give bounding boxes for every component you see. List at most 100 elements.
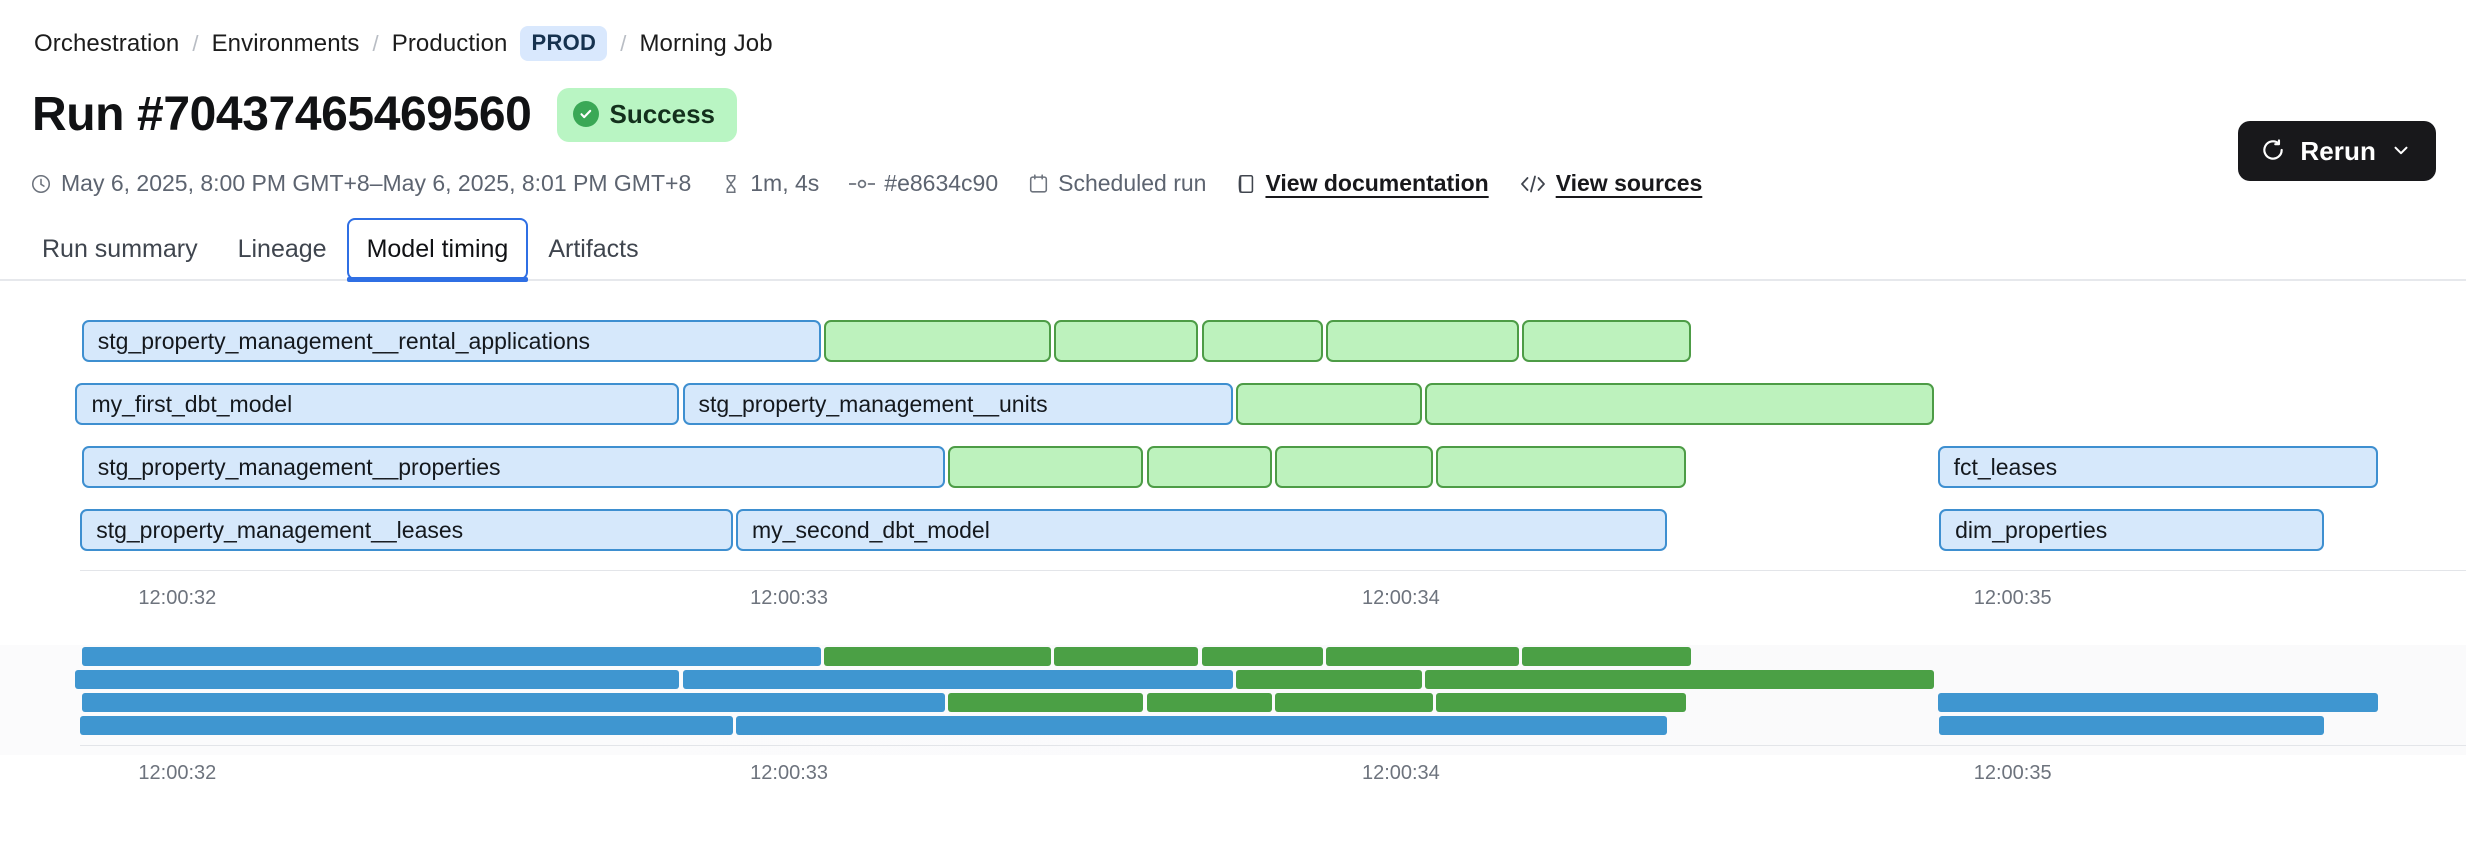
minimap-bar-test[interactable] <box>1424 670 1935 689</box>
gantt-row: my_first_dbt_model stg_property_managemen… <box>0 373 2466 436</box>
tab-bar: Run summary Lineage Model timing Artifac… <box>22 218 659 280</box>
code-icon <box>1519 174 1547 194</box>
view-sources-link[interactable]: View sources <box>1555 170 1703 196</box>
gantt-axis-tick-label: 12:00:34 <box>1361 587 1440 609</box>
gantt-bar-test[interactable] <box>1435 446 1686 488</box>
gantt-bar-test[interactable] <box>1236 383 1422 425</box>
minimap-bar-model[interactable] <box>682 670 1233 689</box>
minimap-bar-model[interactable] <box>81 647 821 666</box>
tab-artifacts[interactable]: Artifacts <box>548 234 639 263</box>
gantt-bar-model[interactable]: stg_property_management__units <box>682 383 1233 425</box>
gantt-bar-test[interactable] <box>1053 320 1199 362</box>
minimap-bar-test[interactable] <box>1201 647 1323 666</box>
rerun-button[interactable]: Rerun <box>2238 121 2436 181</box>
breadcrumb: Orchestration / Environments / Productio… <box>34 26 773 61</box>
meta-timerange-text: May 6, 2025, 8:00 PM GMT+8–May 6, 2025, … <box>61 170 692 196</box>
gantt-axis-tick-label: 12:00:32 <box>138 587 217 609</box>
meta-duration-text: 1m, 4s <box>750 170 820 196</box>
gantt-bar-model[interactable]: my_first_dbt_model <box>75 383 680 425</box>
minimap-axis-ticks: 12:00:32 12:00:33 12:00:34 12:00:35 <box>0 762 2466 792</box>
status-badge-label: Success <box>609 98 716 129</box>
tab-bar-underline <box>0 279 2466 281</box>
gantt-bar-test[interactable] <box>1201 320 1323 362</box>
page-title: Run #70437465469560 <box>32 88 532 141</box>
gantt-axis-ticks: 12:00:32 12:00:33 12:00:34 12:00:35 <box>0 587 2466 617</box>
minimap-bar-test[interactable] <box>1325 647 1520 666</box>
breadcrumb-item-production[interactable]: Production <box>391 29 508 57</box>
gantt-bar-test[interactable] <box>1146 446 1273 488</box>
check-circle-icon <box>573 101 600 127</box>
minimap-bar-model[interactable] <box>80 716 733 735</box>
gantt-bar-model[interactable]: fct_leases <box>1937 446 2378 488</box>
minimap-bar-test[interactable] <box>1522 647 1691 666</box>
view-documentation-link[interactable]: View documentation <box>1265 170 1489 196</box>
minimap-bar-model[interactable] <box>1937 693 2378 712</box>
minimap-bar-model[interactable] <box>736 716 1668 735</box>
gantt-bar-test[interactable] <box>948 446 1144 488</box>
book-icon <box>1236 173 1256 195</box>
run-metadata: May 6, 2025, 8:00 PM GMT+8–May 6, 2025, … <box>30 170 1702 197</box>
minimap-axis-tick-label: 12:00:33 <box>750 762 829 784</box>
meta-sources[interactable]: View sources <box>1519 170 1703 197</box>
breadcrumb-badge-prod: PROD <box>520 26 608 61</box>
gantt-axis-tick-label: 12:00:35 <box>1973 587 2052 609</box>
hourglass-icon <box>721 173 741 195</box>
meta-commit-text[interactable]: #e8634c90 <box>884 170 999 196</box>
clock-icon <box>30 173 52 195</box>
minimap-bar-model[interactable] <box>81 693 946 712</box>
gantt-bar-label: stg_property_management__properties <box>97 453 501 480</box>
model-timing-gantt: stg_property_management__rental_applicat… <box>0 310 2466 617</box>
minimap-axis-tick-label: 12:00:35 <box>1973 762 2052 784</box>
minimap-bar-test[interactable] <box>1236 670 1422 689</box>
gantt-bar-test[interactable] <box>824 320 1051 362</box>
minimap-bar-model[interactable] <box>75 670 680 689</box>
breadcrumb-separator: / <box>372 30 379 56</box>
gantt-axis-tick-label: 12:00:33 <box>750 587 829 609</box>
breadcrumb-separator: / <box>620 30 627 56</box>
minimap-axis-tick-label: 12:00:32 <box>138 762 217 784</box>
gantt-bar-test[interactable] <box>1522 320 1691 362</box>
refresh-icon <box>2260 137 2286 166</box>
gantt-bar-label: stg_property_management__leases <box>96 516 464 543</box>
gantt-bar-test[interactable] <box>1275 446 1433 488</box>
breadcrumb-item-morning-job[interactable]: Morning Job <box>639 29 773 57</box>
meta-documentation[interactable]: View documentation <box>1236 170 1489 197</box>
minimap-bar-test[interactable] <box>1053 647 1199 666</box>
gantt-row: stg_property_management__properties fct_l… <box>0 436 2466 499</box>
gantt-bar-label: my_first_dbt_model <box>91 390 293 417</box>
breadcrumb-item-environments[interactable]: Environments <box>211 29 360 57</box>
tab-lineage[interactable]: Lineage <box>237 234 327 263</box>
gantt-bar-label: dim_properties <box>1955 516 2108 543</box>
gantt-bar-model[interactable]: my_second_dbt_model <box>736 509 1668 551</box>
minimap-axis-tick-label: 12:00:34 <box>1361 762 1440 784</box>
gantt-bar-test[interactable] <box>1325 320 1520 362</box>
gantt-bar-model[interactable]: stg_property_management__leases <box>80 509 733 551</box>
minimap-bar-test[interactable] <box>1275 693 1433 712</box>
minimap-row <box>0 691 2466 714</box>
tab-model-timing[interactable]: Model timing <box>346 218 529 280</box>
minimap-bar-model[interactable] <box>1939 716 2325 735</box>
breadcrumb-item-orchestration[interactable]: Orchestration <box>34 29 180 57</box>
minimap-row <box>0 645 2466 668</box>
gantt-bar-label: stg_property_management__rental_applicat… <box>97 327 591 354</box>
minimap-bar-test[interactable] <box>1435 693 1686 712</box>
meta-timerange: May 6, 2025, 8:00 PM GMT+8–May 6, 2025, … <box>30 170 691 197</box>
chevron-down-icon[interactable] <box>2390 139 2412 164</box>
model-timing-minimap[interactable]: 12:00:32 12:00:33 12:00:34 12:00:35 <box>0 645 2466 784</box>
tab-run-summary[interactable]: Run summary <box>42 234 198 263</box>
gantt-bar-model[interactable]: stg_property_management__properties <box>81 446 946 488</box>
breadcrumb-separator: / <box>192 30 199 56</box>
gantt-bar-model[interactable]: stg_property_management__rental_applicat… <box>81 320 821 362</box>
minimap-row <box>0 668 2466 691</box>
minimap-bar-test[interactable] <box>948 693 1144 712</box>
tab-active-indicator <box>346 277 529 282</box>
gantt-axis-line <box>80 570 2466 571</box>
gantt-bar-model[interactable]: dim_properties <box>1939 509 2325 551</box>
minimap-bar-test[interactable] <box>1146 693 1273 712</box>
gantt-bar-test[interactable] <box>1424 383 1935 425</box>
minimap-row <box>0 714 2466 737</box>
calendar-icon <box>1028 173 1049 195</box>
commit-icon <box>849 174 876 194</box>
minimap-bar-test[interactable] <box>824 647 1051 666</box>
